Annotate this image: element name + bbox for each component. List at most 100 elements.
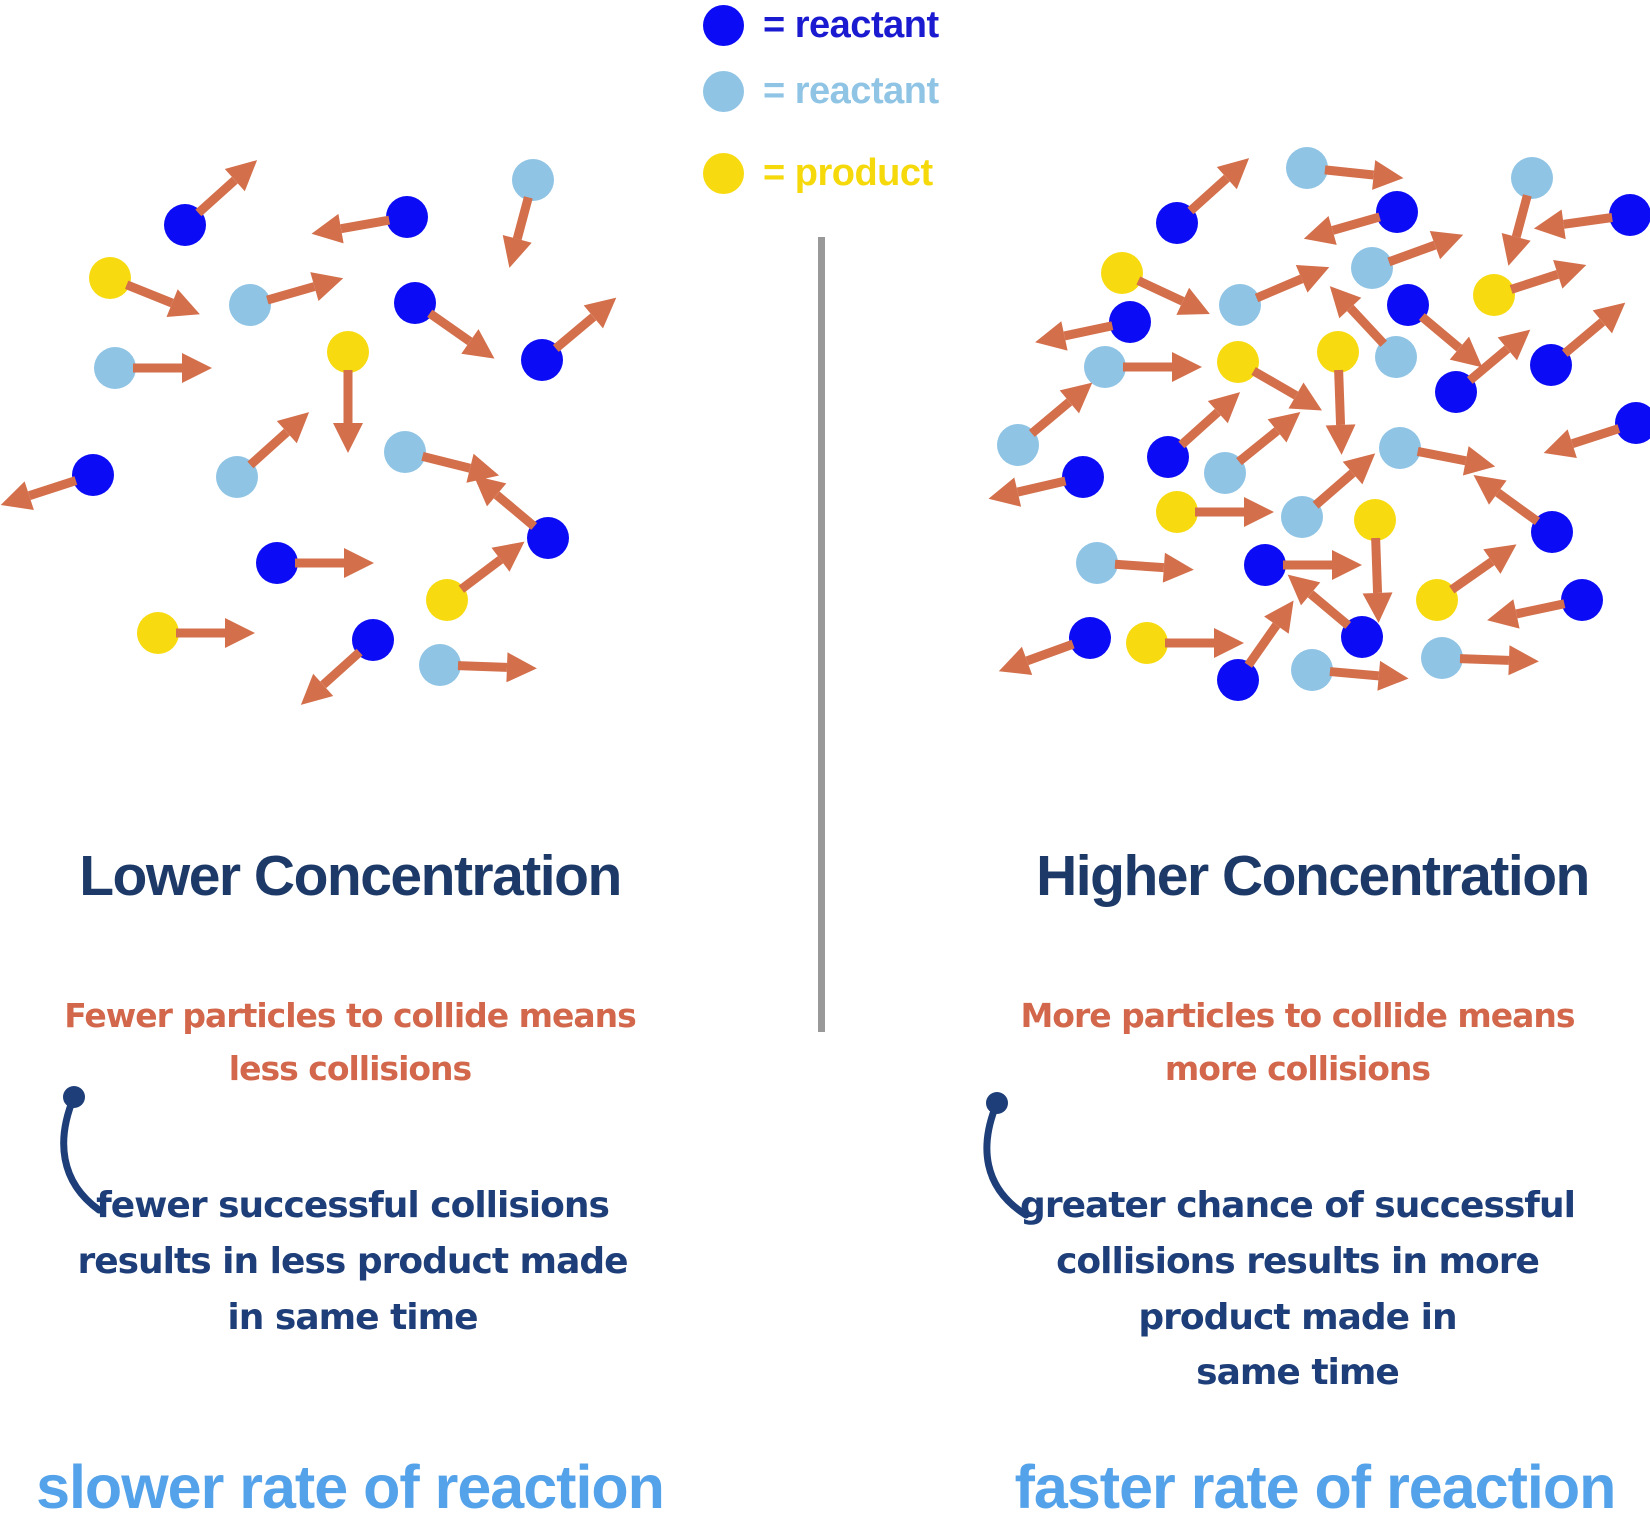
product-particle — [1156, 491, 1198, 533]
legend-label-reactant-light: = reactant — [763, 69, 939, 112]
motion-arrow-head — [506, 652, 537, 683]
product-particle — [426, 579, 468, 621]
motion-arrow-shaft — [1387, 240, 1437, 267]
divider-line — [818, 237, 825, 1032]
motion-arrow-shaft — [247, 428, 290, 469]
connector-curve — [60, 1093, 103, 1214]
motion-arrow-shaft — [1570, 424, 1621, 448]
reactant-light-particle — [1421, 637, 1463, 679]
motion-arrow-head — [300, 673, 334, 705]
legend-row-reactant-light: = reactant — [668, 50, 939, 132]
reactant-light-particle — [216, 456, 258, 498]
right-connector — [983, 1092, 1030, 1219]
reactant-dark-particle — [72, 454, 114, 496]
motion-arrow-head — [1332, 550, 1362, 580]
motion-arrow-head — [1372, 160, 1404, 190]
motion-arrow-head — [311, 213, 344, 244]
product-particle — [1101, 252, 1143, 294]
reactant-light-particle — [94, 347, 136, 389]
reactant-light-particle — [1511, 157, 1553, 199]
legend-row-product: = product — [668, 132, 939, 214]
legend-label-reactant-dark: = reactant — [763, 3, 939, 46]
reactant-dark-particle — [1156, 202, 1198, 244]
motion-arrow-shaft — [266, 282, 316, 305]
motion-arrow-shaft — [1466, 345, 1511, 384]
motion-arrow-head — [1288, 382, 1322, 411]
motion-arrow-shaft — [1028, 398, 1073, 437]
reactant-dark-particle — [1609, 194, 1650, 236]
motion-arrow-head — [1429, 231, 1464, 260]
motion-arrow-shaft — [1016, 476, 1067, 497]
motion-arrow-shaft — [125, 280, 174, 308]
reactant-dark-particle — [1531, 511, 1573, 553]
motion-arrow-shaft — [1459, 654, 1510, 665]
reactant-light-particle — [512, 159, 554, 201]
reactant-dark-particle — [394, 282, 436, 324]
motion-arrow-shaft — [1251, 367, 1299, 400]
right-effect-text: greater chance of successful collisions … — [1020, 1185, 1576, 1394]
motion-arrow-head — [1295, 265, 1330, 293]
motion-arrow-head — [166, 289, 200, 317]
motion-arrow-head — [1244, 497, 1274, 527]
motion-arrow-shaft — [340, 215, 391, 234]
motion-arrow-head — [1449, 336, 1483, 368]
reactant-light-particle — [419, 644, 461, 686]
legend-row-reactant-dark: = reactant — [668, 0, 939, 50]
reactant-light-particle — [1219, 284, 1261, 326]
motion-arrow-head — [466, 453, 500, 483]
motion-arrow-head — [1035, 321, 1068, 351]
motion-arrow-head — [1473, 475, 1507, 505]
motion-arrow-shaft — [1334, 369, 1346, 426]
motion-arrow-shaft — [1236, 427, 1280, 466]
motion-arrow-shaft — [1416, 447, 1467, 466]
reactant-light-particle — [1084, 346, 1126, 388]
motion-arrow-shaft — [1324, 165, 1375, 180]
legend-label-product: = product — [763, 151, 933, 194]
connector-dot-icon — [986, 1092, 1008, 1114]
reactant-dark-particle — [521, 339, 563, 381]
motion-arrow-head — [1342, 453, 1376, 485]
motion-arrow-shaft — [1136, 276, 1185, 306]
motion-arrow-shaft — [1371, 537, 1383, 594]
connector-dot-icon — [63, 1086, 85, 1108]
motion-arrow-shaft — [1509, 270, 1560, 294]
reactant-dark-particle — [386, 196, 428, 238]
motion-arrow-head — [1172, 352, 1202, 382]
reactant-light-particle — [384, 431, 426, 473]
motion-arrow-head — [1362, 592, 1393, 623]
right-rate-text: faster rate of reaction — [1014, 1453, 1617, 1521]
motion-arrow-head — [1325, 424, 1356, 455]
motion-arrow-shaft — [1025, 639, 1075, 666]
motion-arrow-shaft — [1254, 274, 1304, 303]
left-particle-field — [0, 159, 617, 705]
reactant-dark-particle — [1147, 436, 1189, 478]
product-particle — [1217, 341, 1259, 383]
reactant-dark-dot-icon — [703, 4, 744, 46]
reactant-light-particle — [1351, 247, 1393, 289]
reactant-light-dot-icon — [703, 70, 744, 112]
motion-arrow-head — [1264, 600, 1294, 634]
motion-arrow-head — [1508, 645, 1539, 676]
motion-arrow-head — [1462, 446, 1496, 476]
reactant-light-particle — [1204, 452, 1246, 494]
product-particle — [327, 331, 369, 373]
motion-arrow-shaft — [1244, 622, 1281, 668]
reactant-dark-particle — [1069, 617, 1111, 659]
reactant-light-particle — [1076, 542, 1118, 584]
left-rate-text: slower rate of reaction — [36, 1453, 665, 1521]
reactant-dark-particle — [164, 204, 206, 246]
motion-arrow-shaft — [195, 176, 238, 217]
motion-arrow-shaft — [552, 313, 597, 352]
reactant-dark-particle — [1530, 344, 1572, 386]
motion-arrow-head — [1329, 286, 1362, 319]
motion-arrow-shaft — [1418, 313, 1463, 352]
motion-arrow-shaft — [1561, 318, 1606, 357]
motion-arrow-head — [1483, 544, 1517, 574]
motion-arrow-head — [1553, 260, 1587, 289]
motion-arrow-shaft — [512, 196, 533, 241]
reactant-light-particle — [997, 424, 1039, 466]
left-cause-text: Fewer particles to collide means less co… — [64, 996, 637, 1088]
connector-curve — [983, 1099, 1030, 1219]
motion-arrow-shaft — [1347, 304, 1388, 347]
